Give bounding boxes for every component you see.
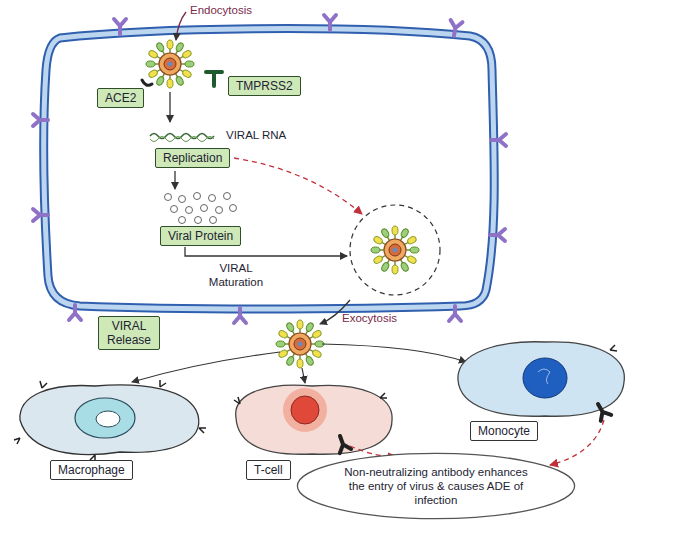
process-label: VIRAL Maturation [196, 261, 276, 289]
virus [146, 40, 194, 88]
note-cloud: Non-neutralizing antibody enhances the e… [296, 452, 576, 520]
flow-arrow [302, 368, 305, 383]
node-text: Monocyte [478, 424, 530, 438]
dashed-arrow [550, 420, 604, 465]
protein-box: ACE2 [97, 88, 144, 108]
viral-rna [150, 137, 214, 142]
t-cell [234, 385, 392, 454]
cell-label-box: Macrophage [50, 460, 133, 480]
flow-arrow [174, 171, 175, 189]
flow-arrow [322, 344, 466, 362]
virus [371, 226, 419, 274]
cell-membrane [44, 29, 494, 309]
dashed-arrow [234, 158, 362, 214]
membrane-receptors [33, 15, 506, 323]
node-text: Replication [163, 151, 222, 165]
node-text: Non-neutralizing antibody enhances the e… [336, 465, 536, 507]
node-text: VIRAL Release [106, 319, 152, 347]
pointer-arrow [176, 12, 186, 40]
maturation-vesicle [350, 205, 440, 295]
ace2-receptor [142, 80, 152, 85]
node-text: ACE2 [105, 91, 136, 105]
protein-box: TMPRSS2 [228, 76, 301, 96]
node-text: Viral Protein [168, 229, 233, 243]
node-text: TMPRSS2 [236, 79, 293, 93]
flow-arrow [185, 247, 347, 256]
molecule-label: VIRAL RNA [226, 128, 286, 142]
process-box: VIRAL Release [98, 316, 160, 350]
macrophage-cell [14, 380, 206, 462]
flow-arrow [132, 352, 280, 382]
monocyte-cell [458, 342, 624, 421]
process-label: Endocytosis [190, 3, 252, 17]
tmprss2-protease [206, 72, 222, 86]
process-box: Viral Protein [160, 226, 241, 246]
cell-label-box: T-cell [246, 460, 291, 480]
protein-dots [165, 193, 237, 224]
virus [276, 320, 324, 368]
flow-arrow [169, 92, 170, 122]
process-label: Exocytosis [342, 311, 397, 325]
cloud-outline [297, 453, 574, 518]
node-text: Macrophage [58, 463, 125, 477]
cell-label-box: Monocyte [470, 421, 538, 441]
node-text: T-cell [254, 463, 283, 477]
process-box: Replication [155, 148, 230, 168]
